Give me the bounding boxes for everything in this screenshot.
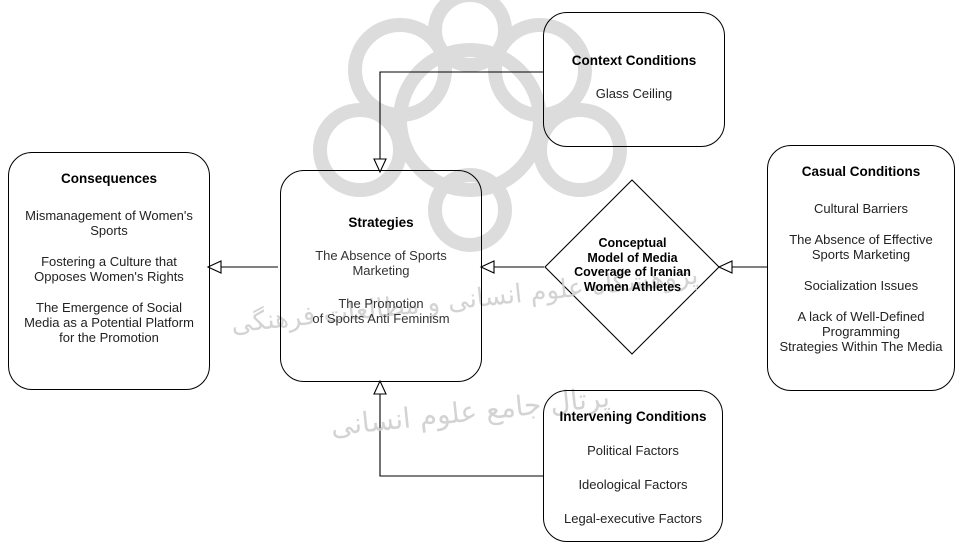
- intervening-item-2: Ideological Factors: [578, 477, 688, 492]
- strategies-item-2: The Promotion of Sports Anti Feminism: [312, 296, 450, 326]
- strategies-item-1: The Absence of Sports Marketing: [315, 248, 447, 278]
- casual-item-4: A lack of Well-Defined Programming Strat…: [779, 309, 943, 354]
- context-item: Glass Ceiling: [595, 86, 673, 101]
- arrowhead-left-strategies: [479, 260, 495, 274]
- arrowhead-left-consequences: [206, 260, 222, 274]
- casual-conditions-title: Casual Conditions: [801, 164, 921, 179]
- consequences-item-3: The Emergence of Social Media as a Poten…: [24, 300, 194, 345]
- casual-item-1: Cultural Barriers: [814, 201, 908, 216]
- intervening-conditions-box: Intervening Conditions Political Factors…: [543, 390, 723, 542]
- central-diamond: [544, 179, 720, 355]
- connector-intervening-strategies: [379, 393, 543, 477]
- arrowhead-down-strategies: [373, 158, 387, 174]
- central-label: Conceptual Model of Media Coverage of Ir…: [574, 236, 691, 294]
- intervening-item-3: Legal-executive Factors: [563, 511, 702, 526]
- consequences-title: Consequences: [60, 171, 158, 186]
- connector-context-strategies: [379, 71, 543, 160]
- context-conditions-box: Context Conditions Glass Ceiling: [543, 12, 725, 147]
- intervening-item-1: Political Factors: [587, 443, 679, 458]
- consequences-item-1: Mismanagement of Women's Sports: [25, 208, 193, 238]
- consequences-box: Consequences Mismanagement of Women's Sp…: [8, 152, 210, 390]
- casual-conditions-box: Casual Conditions Cultural Barriers The …: [767, 145, 955, 391]
- strategies-title: Strategies: [348, 215, 414, 230]
- consequences-item-2: Fostering a Culture that Opposes Women's…: [34, 254, 184, 284]
- casual-item-3: Socialization Issues: [803, 278, 919, 293]
- strategies-box: Strategies The Absence of Sports Marketi…: [280, 170, 482, 382]
- context-conditions-title: Context Conditions: [571, 53, 697, 68]
- arrowhead-up-strategies: [373, 379, 387, 395]
- casual-item-2: The Absence of Effective Sports Marketin…: [789, 232, 933, 262]
- intervening-conditions-title: Intervening Conditions: [559, 409, 707, 424]
- arrowhead-left-central: [717, 260, 733, 274]
